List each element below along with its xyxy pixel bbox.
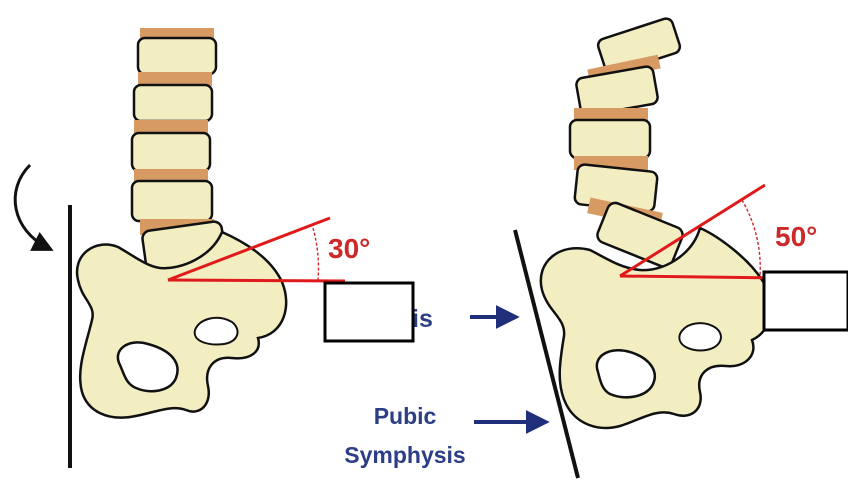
left-angle-horizontal-line [168, 280, 345, 281]
left-partial-label: is [412, 305, 433, 333]
pubic-label-line2: Symphysis [344, 442, 465, 468]
left-vertebra [132, 181, 212, 221]
answer-box-1[interactable] [325, 283, 413, 341]
left-vertebra [132, 133, 210, 171]
right-lumbar-spine [570, 17, 685, 270]
left-angle-arc [313, 228, 318, 280]
left-vertebra [134, 85, 212, 121]
left-vertebra [138, 38, 216, 74]
right-pelvis-hollow [679, 323, 721, 350]
answer-box-2[interactable] [764, 272, 848, 330]
right-angle-label: 50° [775, 221, 817, 252]
right-angle-horizontal-line [620, 276, 785, 278]
right-vertebra [570, 120, 650, 158]
curved-arrow-icon [15, 165, 48, 248]
left-figure: 30° is [15, 28, 515, 468]
left-lumbar-spine [132, 28, 227, 273]
left-angle-label: 30° [328, 233, 370, 264]
left-pelvis-hollow [195, 318, 238, 345]
right-figure: 50° Pubic Symphysis [344, 17, 848, 478]
pubic-label-line1: Pubic [374, 403, 437, 429]
